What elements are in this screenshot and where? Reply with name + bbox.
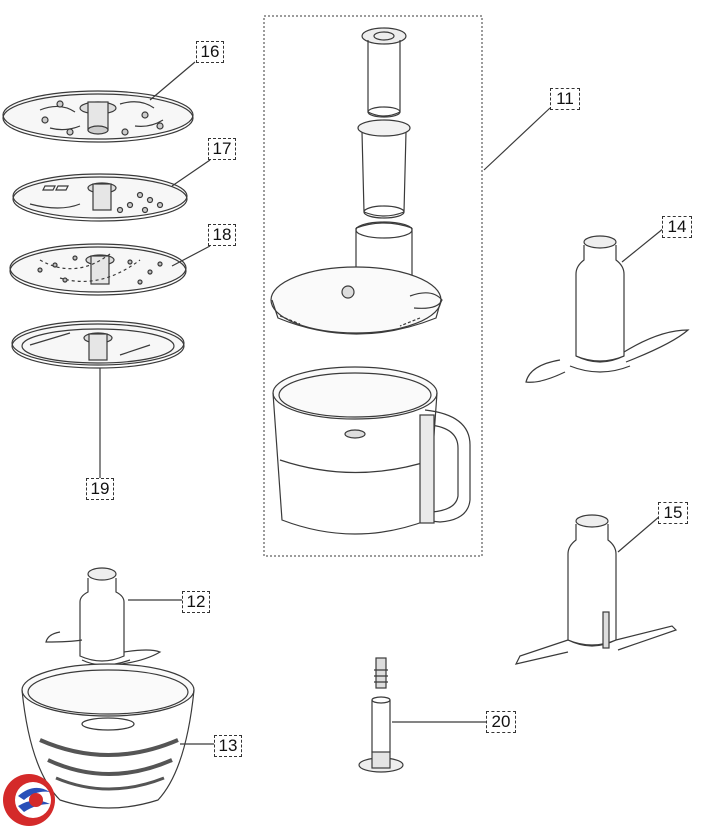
leader-line-11 [483, 107, 551, 171]
part-label-19: 19 [86, 478, 114, 500]
part-label-14: 14 [662, 216, 692, 238]
leader-line-15 [617, 515, 661, 553]
food-pusher-small [357, 119, 411, 219]
bowl-lid-with-feed-tube [270, 221, 443, 335]
part-label-13: 13 [214, 735, 242, 757]
leader-line-17 [171, 159, 211, 187]
disc-18-grater [9, 243, 187, 296]
part-label-17: 17 [208, 138, 236, 160]
assembly-group-frame [263, 15, 483, 557]
mini-bowl-13 [21, 663, 195, 809]
disc-16-shredder [2, 90, 194, 143]
leader-line-18 [171, 245, 211, 267]
disc-17-slicer [12, 173, 188, 222]
part-label-15: 15 [658, 502, 688, 524]
part-label-12: 12 [182, 591, 210, 613]
mini-bowl-blade-12 [45, 567, 162, 667]
drive-shaft-20 [358, 657, 404, 773]
part-label-20: 20 [486, 711, 516, 733]
part-label-18: 18 [208, 224, 236, 246]
leader-line-14 [621, 227, 665, 263]
chopping-blade-15 [514, 514, 678, 665]
part-label-11: 11 [550, 88, 580, 110]
food-pusher-large [361, 27, 407, 118]
brand-logo-icon [3, 774, 55, 826]
work-bowl-with-handle [272, 366, 471, 535]
part-label-16: 16 [196, 41, 224, 63]
leader-line-16 [149, 61, 196, 101]
disc-19-emulsifier [11, 320, 185, 369]
dough-blade-14 [525, 235, 690, 383]
